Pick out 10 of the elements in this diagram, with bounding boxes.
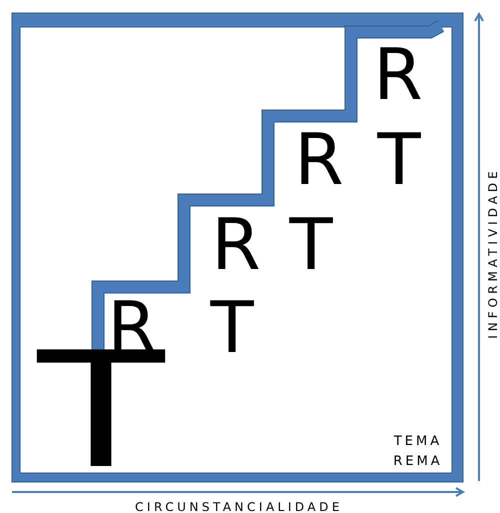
theme-letter: T	[377, 124, 421, 195]
theme-letter: T	[210, 292, 254, 363]
axis-title: INFORMATIVIDADE	[487, 167, 499, 339]
rheme-letter: R	[294, 124, 344, 195]
rheme-letter: R	[373, 39, 423, 110]
axis-title: CIRCUNSTANCIALIDADE	[135, 501, 343, 513]
theme-letter: T	[289, 209, 333, 280]
rheme-letter: R	[211, 209, 261, 280]
legend-text: REMA	[393, 455, 443, 468]
legend-text: TEMA	[394, 435, 442, 448]
